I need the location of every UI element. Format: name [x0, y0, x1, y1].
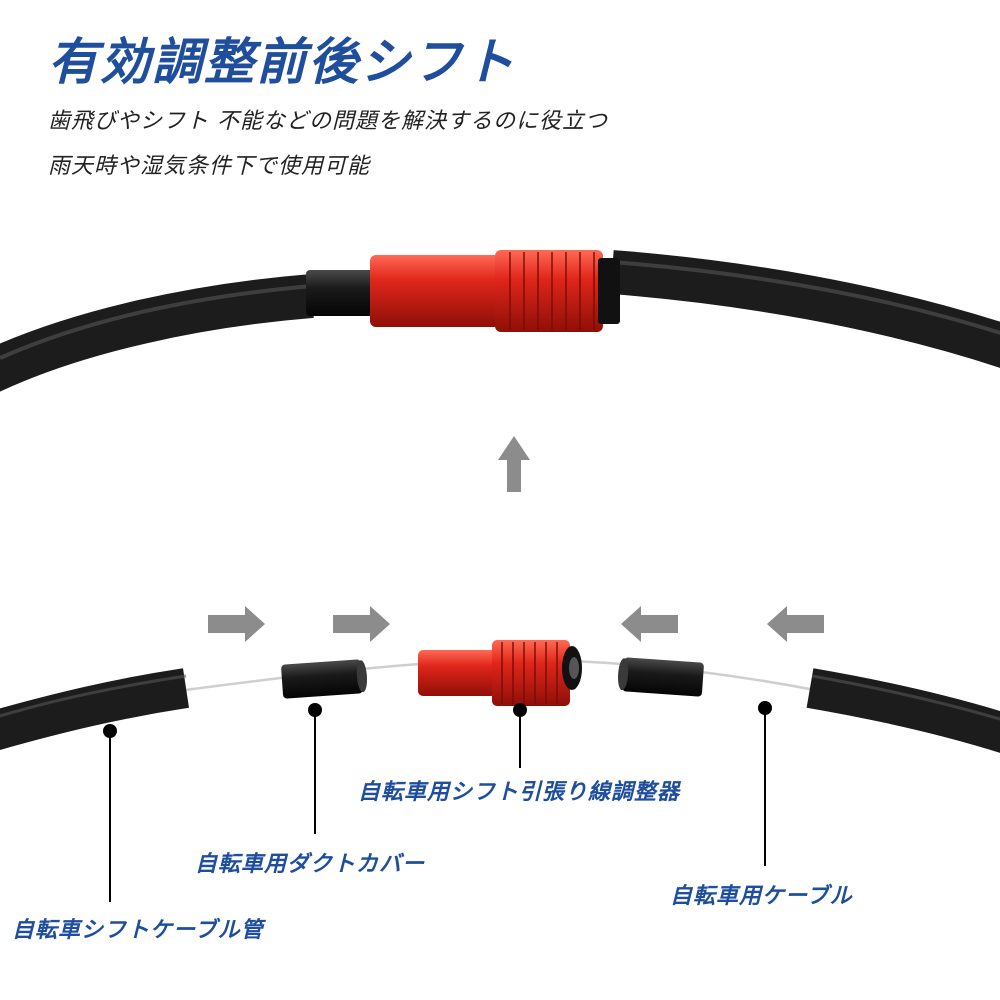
callout-duct-cover	[308, 703, 322, 834]
label-duct-cover: 自転車用ダクトカバー	[195, 852, 426, 877]
feature-line-1: 歯飛びやシフト 不能などの問題を解決するのに役立つ	[48, 109, 608, 134]
assembled-cable	[0, 250, 1000, 392]
adjuster-part	[418, 640, 582, 706]
callout-adjuster	[513, 703, 527, 768]
arrow-left-icon	[621, 606, 678, 642]
assembled-duct-cover	[306, 270, 376, 316]
arrow-right-icon	[333, 606, 390, 642]
assembled-adjuster	[370, 250, 620, 332]
feature-line-2: 雨天時や湿気条件下で使用可能	[48, 154, 371, 179]
arrow-left-icon	[767, 606, 824, 642]
arrow-right-icon	[208, 606, 265, 642]
callout-cable-tube	[103, 724, 117, 902]
callout-cable	[758, 701, 772, 866]
page-title: 有効調整前後シフト	[48, 33, 516, 91]
duct-cover-left	[281, 659, 368, 699]
cable-housing-left	[0, 668, 189, 750]
label-cable: 自転車用ケーブル	[670, 884, 853, 909]
label-adjuster: 自転車用シフト引張り線調整器	[358, 780, 681, 805]
duct-cover-right	[617, 657, 704, 697]
cable-housing-right	[806, 668, 1000, 753]
arrow-up-icon	[498, 436, 530, 492]
label-cable-tube: 自転車シフトケーブル管	[12, 918, 264, 943]
